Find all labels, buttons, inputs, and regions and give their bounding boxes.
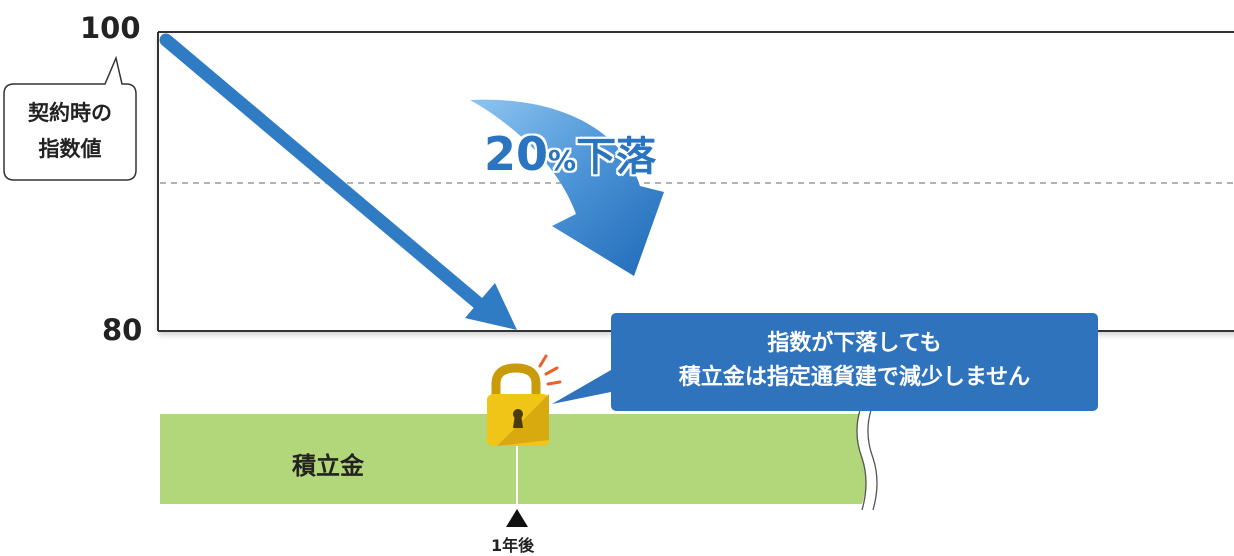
chart-frame [157, 31, 1234, 332]
drop-label-number: 20 [484, 127, 549, 181]
curved-down-arrow-icon [470, 99, 664, 276]
callout-text: 契約時の 指数値 [4, 95, 136, 167]
one-year-label: 1年後 [491, 536, 535, 555]
decline-arrow [159, 33, 517, 330]
savings-bar-label: 積立金 [292, 452, 364, 480]
drop-label-text: 下落 [576, 134, 657, 180]
one-year-marker [506, 440, 528, 527]
lock-icon [487, 354, 562, 446]
axis-label-top: 100 [80, 11, 141, 45]
info-banner-shape [552, 313, 1098, 411]
axis-label-bottom: 80 [102, 313, 143, 347]
callout-line-1: 契約時の [28, 101, 112, 125]
callout-line-2: 指数値 [38, 137, 102, 161]
index-value-callout [3, 55, 137, 181]
drop-label: 20%下落 [484, 124, 656, 182]
savings-bar [160, 409, 878, 511]
banner-line-2: 積立金は指定通貨建で減少しません [678, 365, 1031, 390]
info-banner: 指数が下落しても 積立金は指定通貨建で減少しません [611, 327, 1098, 395]
drop-label-percent: % [548, 144, 577, 177]
banner-line-1: 指数が下落しても [767, 331, 942, 356]
